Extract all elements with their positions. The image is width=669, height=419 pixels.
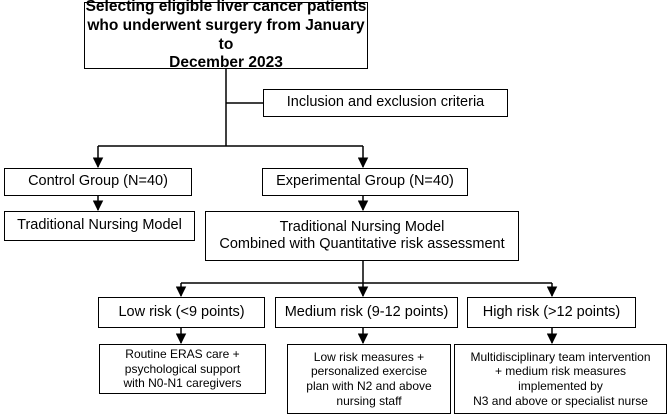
- high-risk-measures-text: Multidisciplinary team intervention + me…: [470, 349, 651, 408]
- control-group-box: Control Group (N=40): [4, 168, 192, 196]
- medium-risk-measures-text: Low risk measures + personalized exercis…: [306, 349, 432, 408]
- low-risk-measures-box: Routine ERAS care + psychological suppor…: [99, 344, 266, 394]
- medium-risk-box: Medium risk (9-12 points): [275, 297, 458, 328]
- low-risk-measures-text: Routine ERAS care + psychological suppor…: [123, 347, 242, 391]
- high-risk-text: High risk (>12 points): [482, 303, 621, 320]
- control-group-text: Control Group (N=40): [28, 173, 168, 190]
- experimental-model-text: Traditional Nursing Model Combined with …: [219, 218, 505, 252]
- low-risk-box: Low risk (<9 points): [98, 297, 265, 328]
- patient-selection-text: Selecting eligible liver cancer patients…: [85, 0, 367, 72]
- experimental-group-text: Experimental Group (N=40): [276, 173, 454, 190]
- control-model-text: Traditional Nursing Model: [17, 217, 182, 234]
- criteria-text: Inclusion and exclusion criteria: [286, 94, 485, 111]
- control-model-box: Traditional Nursing Model: [4, 211, 195, 241]
- high-risk-measures-box: Multidisciplinary team intervention + me…: [454, 344, 667, 414]
- experimental-model-box: Traditional Nursing Model Combined with …: [205, 211, 519, 261]
- high-risk-box: High risk (>12 points): [467, 297, 636, 328]
- experimental-group-box: Experimental Group (N=40): [262, 168, 468, 196]
- medium-risk-measures-box: Low risk measures + personalized exercis…: [287, 344, 451, 414]
- low-risk-text: Low risk (<9 points): [118, 303, 245, 320]
- criteria-box: Inclusion and exclusion criteria: [263, 89, 508, 117]
- medium-risk-text: Medium risk (9-12 points): [284, 303, 449, 320]
- patient-selection-box: Selecting eligible liver cancer patients…: [84, 0, 368, 71]
